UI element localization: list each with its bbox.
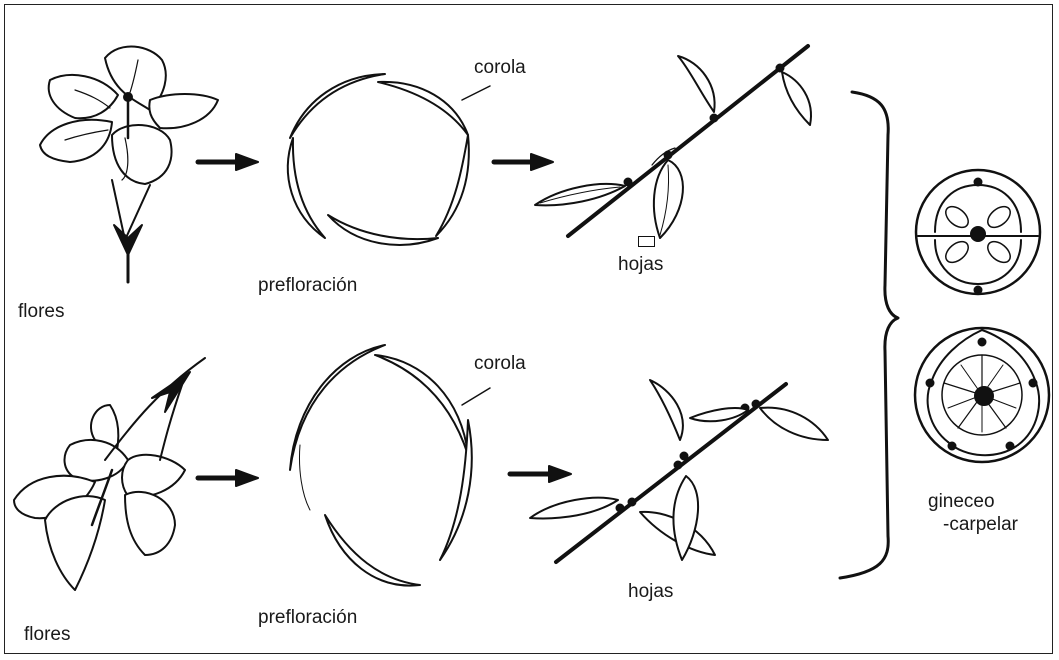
label-flores-top: flores [18, 302, 64, 321]
label-carpelar: -carpelar [943, 515, 1018, 534]
arrow-2-top [494, 154, 553, 170]
leaves-top-drawing [535, 46, 811, 238]
flower-bottom-drawing [14, 358, 205, 590]
label-corola-top: corola [474, 58, 526, 77]
arrow-1-top [198, 154, 258, 170]
arrow-1-bottom [198, 470, 258, 486]
gynoecium-bicarpellate-drawing [916, 170, 1040, 294]
arrow-2-bottom [510, 466, 571, 482]
label-hojas-bottom: hojas [628, 582, 673, 601]
aestivation-bottom-drawing [290, 345, 490, 586]
brace [840, 92, 898, 578]
label-prefloracion-bottom: prefloración [258, 608, 357, 627]
label-corola-bottom: corola [474, 354, 526, 373]
leaves-bottom-drawing [530, 380, 828, 562]
label-gineceo: gineceo [928, 492, 995, 511]
flower-top-drawing [40, 46, 218, 282]
small-box-marker [638, 236, 655, 247]
gynoecium-pentacarpellate-drawing [915, 328, 1049, 462]
label-hojas-top: hojas [618, 255, 663, 274]
label-prefloracion-top: prefloración [258, 276, 357, 295]
label-flores-bottom: flores [24, 625, 70, 644]
aestivation-top-drawing [288, 74, 490, 245]
